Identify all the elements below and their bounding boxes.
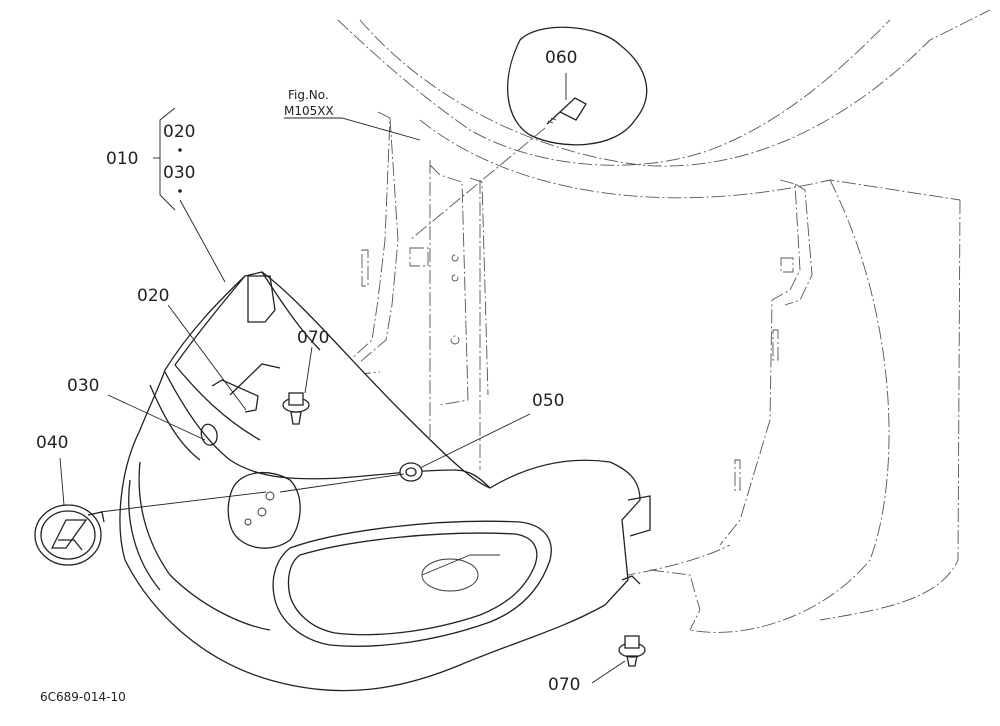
callout-060: 060 (545, 48, 577, 68)
screw-060-callout-area (507, 26, 648, 146)
callout-070-lower: 070 (548, 675, 580, 695)
right-bracket-phantom (719, 179, 813, 546)
figure-ref-line2: M105XX (284, 104, 334, 118)
callout-030: 030 (67, 376, 99, 396)
group-dot-020 (178, 148, 182, 152)
callout-070-upper: 070 (297, 328, 329, 348)
callout-labels: Fig.No. M105XX 010 020 030 020 030 040 0… (36, 48, 580, 704)
callout-040: 040 (36, 433, 68, 453)
clip-070-upper (282, 392, 310, 425)
front-grille-panel (119, 271, 651, 692)
callout-020-group: 020 (163, 122, 195, 142)
callout-030-group: 030 (163, 163, 195, 183)
drawing-code: 6C689-014-10 (40, 690, 126, 704)
group-dot-030 (178, 189, 182, 193)
grommet-050 (399, 462, 423, 482)
hood-phantom-outline (337, 9, 991, 633)
clip-070-lower (618, 635, 646, 667)
centre-post-phantom (409, 164, 489, 406)
left-bracket-phantom (349, 111, 399, 376)
callout-050: 050 (532, 391, 564, 411)
emblem-040 (34, 504, 105, 566)
leader-lines (59, 73, 626, 684)
callout-010: 010 (106, 149, 138, 169)
callout-020: 020 (137, 286, 169, 306)
figure-ref-line1: Fig.No. (288, 88, 329, 102)
